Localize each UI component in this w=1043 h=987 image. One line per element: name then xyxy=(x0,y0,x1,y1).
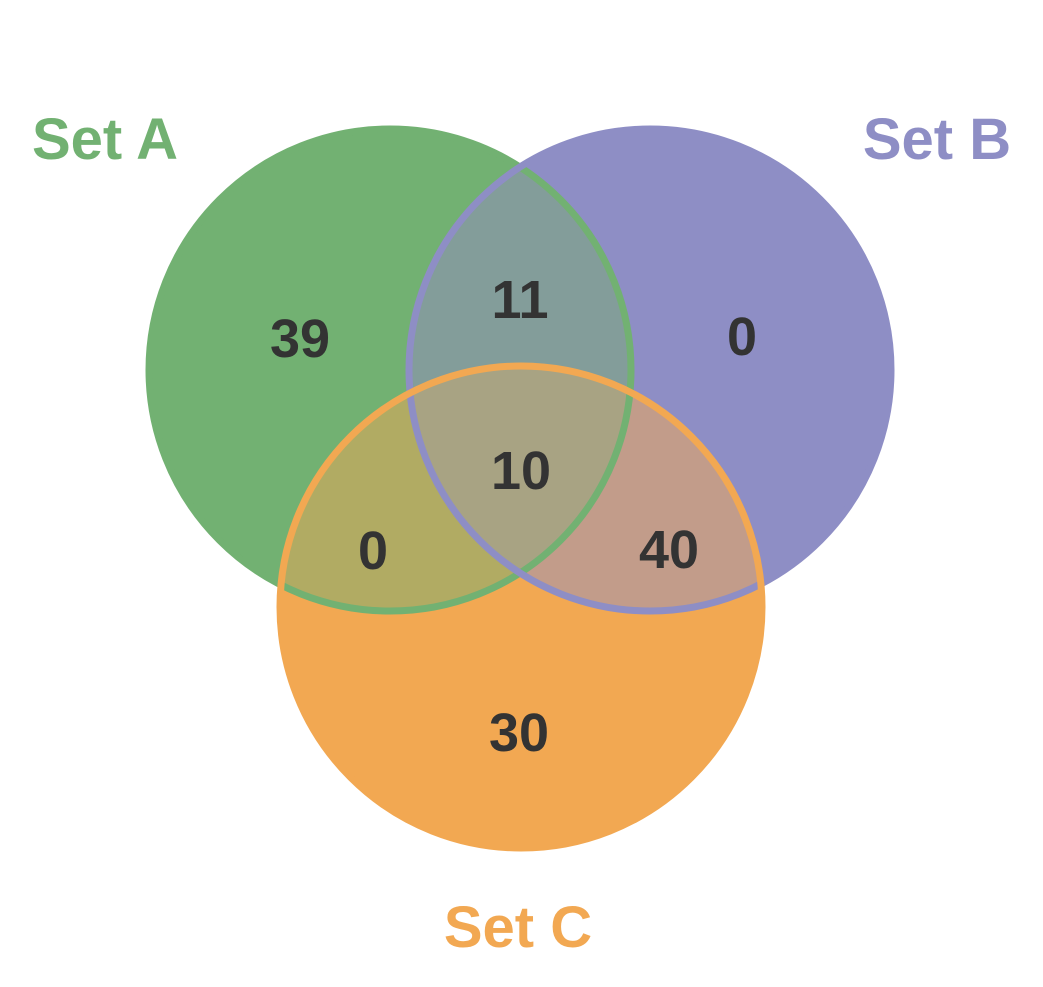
value-a-only: 39 xyxy=(270,309,330,369)
value-b-and-c: 40 xyxy=(639,520,699,580)
set-a-circle-outline xyxy=(145,125,635,615)
value-a-and-b: 11 xyxy=(491,270,548,330)
set-a-label: Set A xyxy=(32,107,178,172)
set-b-label: Set B xyxy=(863,107,1011,172)
value-c-only: 30 xyxy=(489,703,549,763)
value-b-only: 0 xyxy=(727,307,757,367)
set-c-label: Set C xyxy=(444,895,592,960)
value-a-and-c: 0 xyxy=(358,521,388,581)
set-c-circle-outline xyxy=(276,362,766,852)
value-a-b-c: 10 xyxy=(491,441,551,501)
set-b-circle-outline xyxy=(405,125,895,615)
